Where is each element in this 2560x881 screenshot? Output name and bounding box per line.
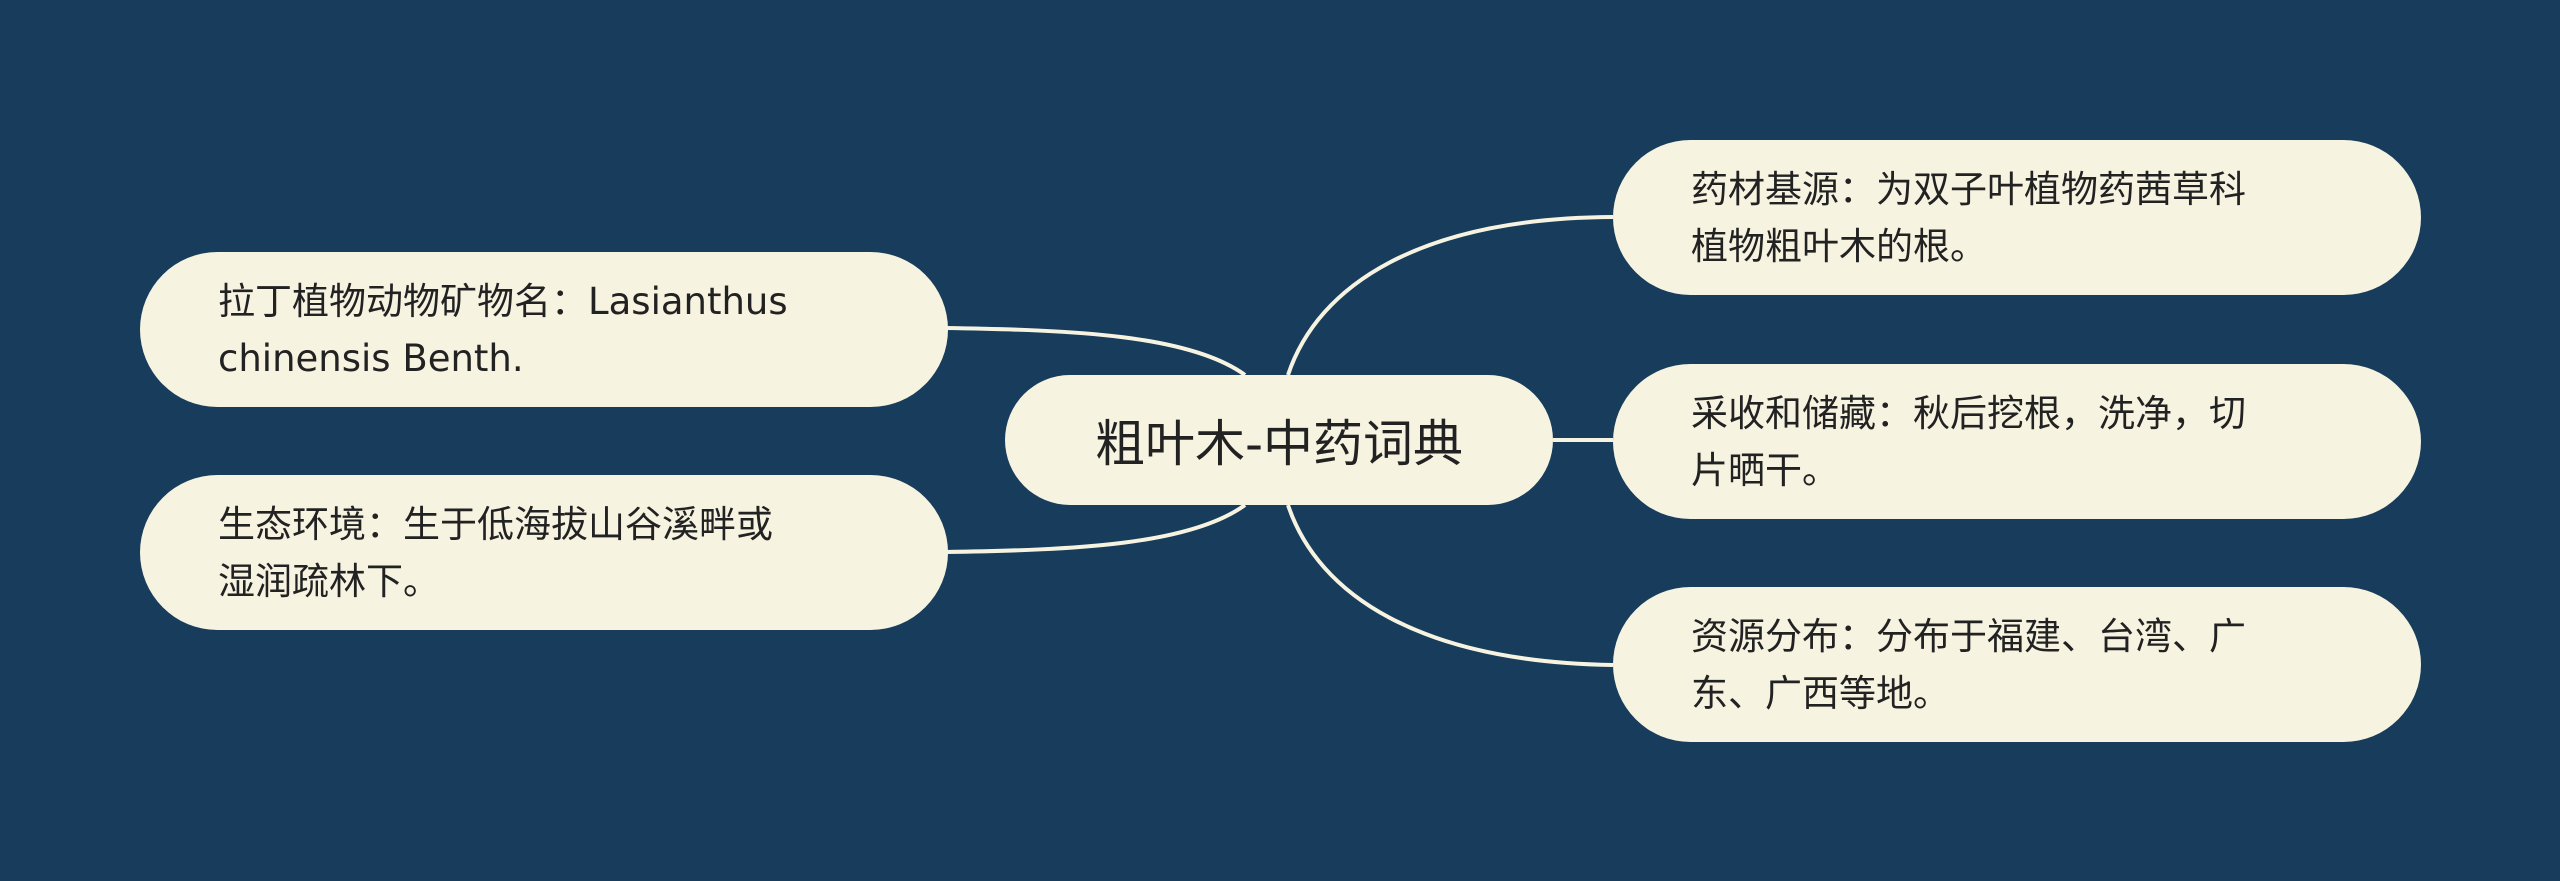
connector-root-to-left-1 (944, 326, 1247, 377)
connector-root-to-right-3 (1286, 504, 1614, 667)
root-topic-label: 粗叶木-中药词典 (1094, 415, 1464, 473)
topic-node-harvest-storage[interactable]: 采收和储藏：秋后挖根，洗净，切 片晒干。 (1613, 364, 2421, 519)
topic-label-latin-name: 拉丁植物动物矿物名：Lasianthus chinensis Benth. (218, 279, 788, 380)
topic-node-source[interactable]: 药材基源：为双子叶植物药茜草科 植物粗叶木的根。 (1613, 140, 2421, 295)
topic-node-distribution[interactable]: 资源分布：分布于福建、台湾、广 东、广西等地。 (1613, 587, 2421, 742)
topic-label-source: 药材基源：为双子叶植物药茜草科 植物粗叶木的根。 (1691, 167, 2246, 268)
topic-label-harvest-storage: 采收和储藏：秋后挖根，洗净，切 片晒干。 (1691, 391, 2246, 492)
topic-node-habitat[interactable]: 生态环境：生于低海拔山谷溪畔或 湿润疏林下。 (140, 475, 948, 630)
topic-label-habitat: 生态环境：生于低海拔山谷溪畔或 湿润疏林下。 (218, 502, 773, 603)
root-topic-node[interactable]: 粗叶木-中药词典 (1005, 375, 1553, 505)
connector-root-to-right-1 (1286, 215, 1614, 376)
topic-label-distribution: 资源分布：分布于福建、台湾、广 东、广西等地。 (1691, 614, 2246, 715)
topic-node-latin-name[interactable]: 拉丁植物动物矿物名：Lasianthus chinensis Benth. (140, 252, 948, 407)
connector-root-to-left-2 (944, 503, 1247, 554)
